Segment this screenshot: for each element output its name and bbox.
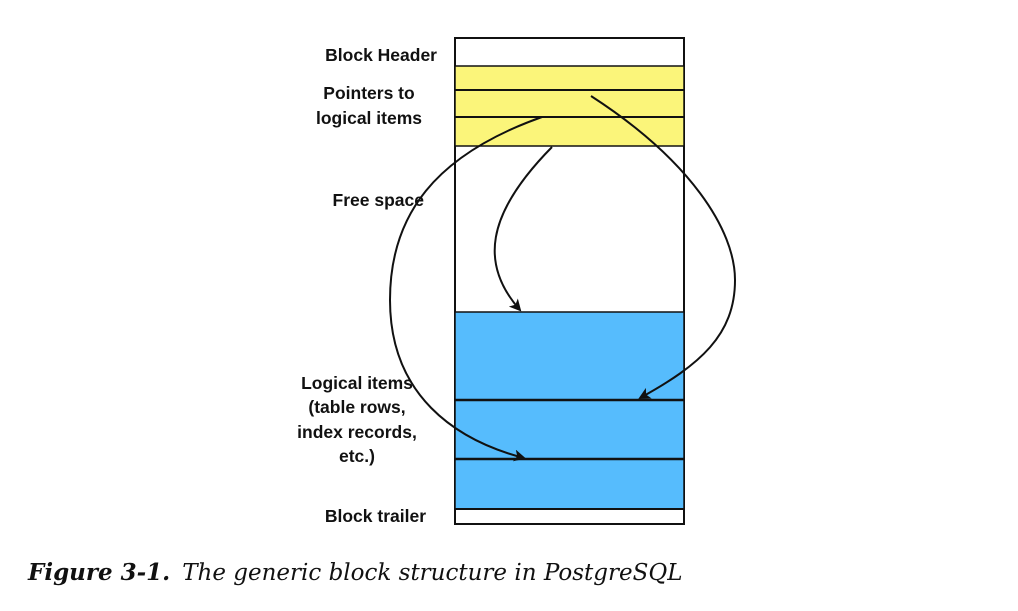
figure-number: Figure 3-1.	[28, 559, 171, 586]
pointer-arrow-left	[388, 116, 543, 462]
label-block-trailer: Block trailer	[325, 506, 426, 526]
label-free-space: Free space	[333, 190, 425, 210]
pointer-arrow-short	[493, 146, 553, 312]
label-block-header: Block Header	[325, 45, 437, 65]
label-logical-items-line-3: index records,	[297, 422, 417, 442]
pointer-arrow-right	[590, 95, 737, 399]
logical-items-region	[454, 311, 685, 510]
label-logical-items-line-2: (table rows,	[308, 397, 405, 417]
label-logical-items-line-4: etc.)	[339, 446, 375, 466]
label-pointers-line-2: logical items	[316, 108, 422, 128]
label-pointers-line-1: Pointers to	[323, 83, 414, 103]
figure-caption: Figure 3-1. The generic block structure i…	[28, 559, 682, 586]
figure-title: The generic block structure in PostgreSQ…	[182, 560, 683, 586]
pointers-region	[454, 65, 685, 147]
label-logical-items-line-1: Logical items	[301, 373, 413, 393]
